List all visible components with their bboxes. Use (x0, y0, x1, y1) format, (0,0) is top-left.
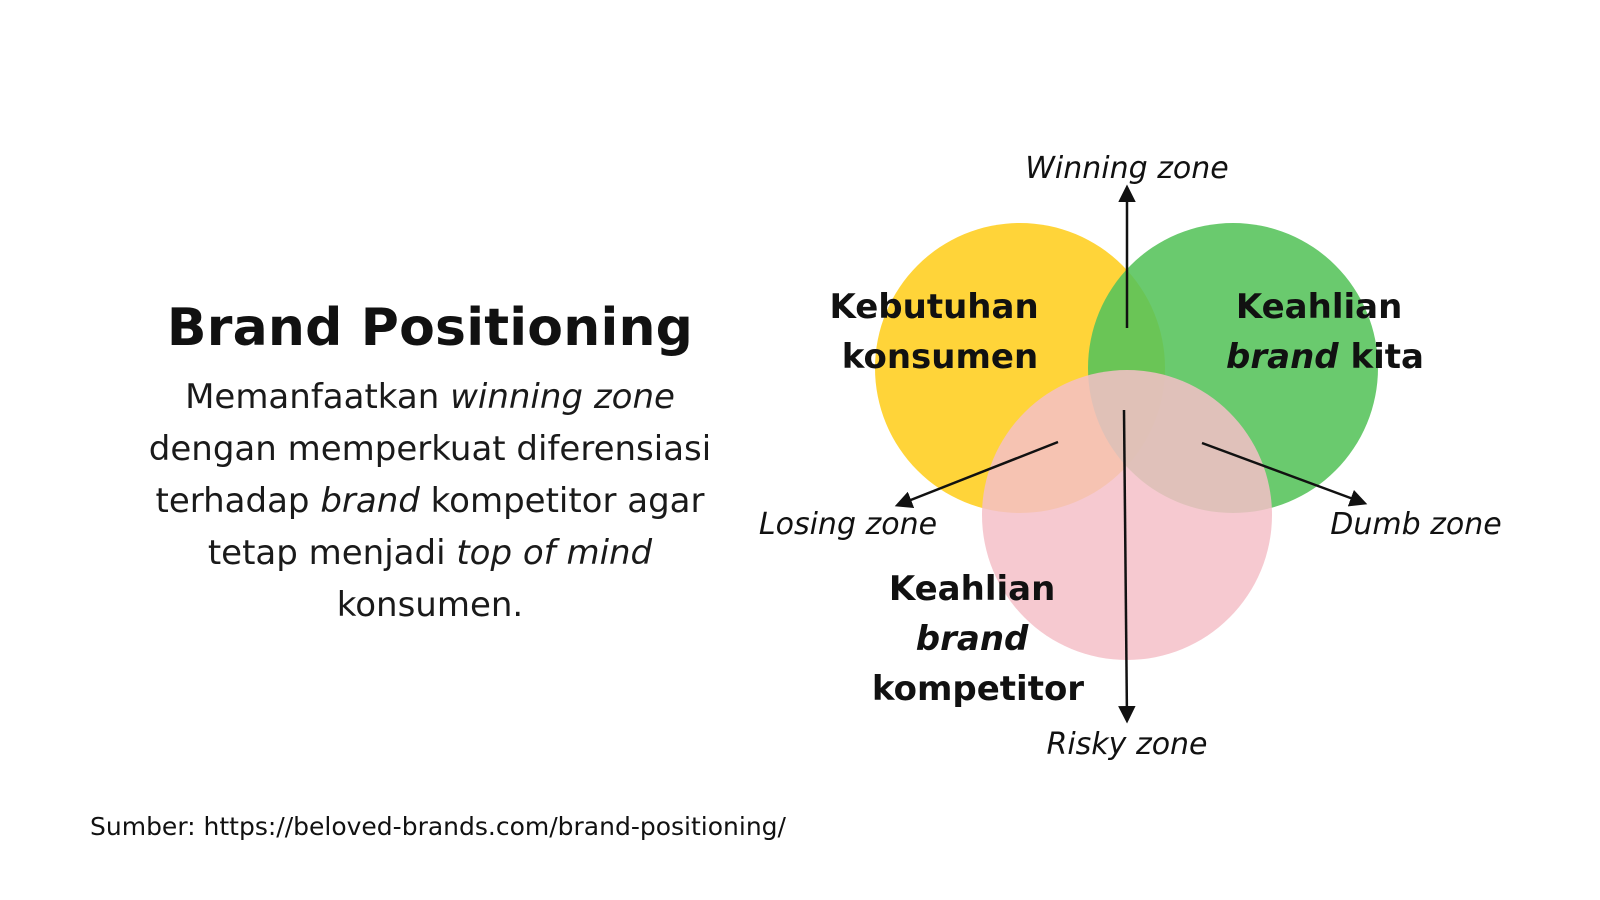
desc-part-7: konsumen. (336, 585, 524, 626)
label-consumer-line1: Kebutuhan (829, 287, 1038, 327)
desc-part-6: top of mind (456, 533, 653, 574)
label-competitor-brand: Keahlian brand kompetitor (872, 569, 1084, 709)
zone-dumb: Dumb zone (1330, 507, 1502, 542)
desc-part-1: Memanfaatkan (185, 377, 451, 418)
zone-winning: Winning zone (1025, 151, 1229, 186)
source-citation: Sumber: https://beloved-brands.com/brand… (90, 812, 786, 841)
arrows (894, 184, 1368, 724)
desc-part-5: kompetitor agar tetap menjadi (207, 481, 705, 574)
label-ours-line1: Keahlian (1236, 287, 1402, 327)
arrow-risky (1118, 409, 1136, 724)
zone-losing: Losing zone (759, 507, 937, 542)
label-ours-rest: kita (1339, 337, 1424, 377)
desc-part-3: dengan memperkuat diferensiasi terhadap (148, 429, 712, 522)
page-title: Brand Positioning (166, 298, 694, 358)
description: Memanfaatkan winning zone dengan memperk… (120, 371, 740, 631)
label-competitor-line2: brand (916, 619, 1029, 659)
label-ours-line2: brand kita (1226, 337, 1424, 377)
arrow-losing (894, 440, 1059, 509)
desc-part-4: brand (320, 481, 420, 522)
label-consumer-line2: konsumen (842, 337, 1038, 377)
label-our-brand: Keahlian brand kita (1226, 287, 1424, 377)
intro-panel: Brand Positioning Memanfaatkan winning z… (120, 298, 740, 631)
label-consumer-needs: Kebutuhan konsumen (829, 287, 1050, 377)
desc-part-2: winning zone (450, 377, 675, 418)
zone-risky: Risky zone (1046, 727, 1207, 762)
label-competitor-line1: Keahlian (889, 569, 1055, 609)
label-ours-brand: brand (1226, 337, 1339, 377)
arrow-dumb (1201, 441, 1368, 507)
label-competitor-line3: kompetitor (872, 669, 1084, 709)
